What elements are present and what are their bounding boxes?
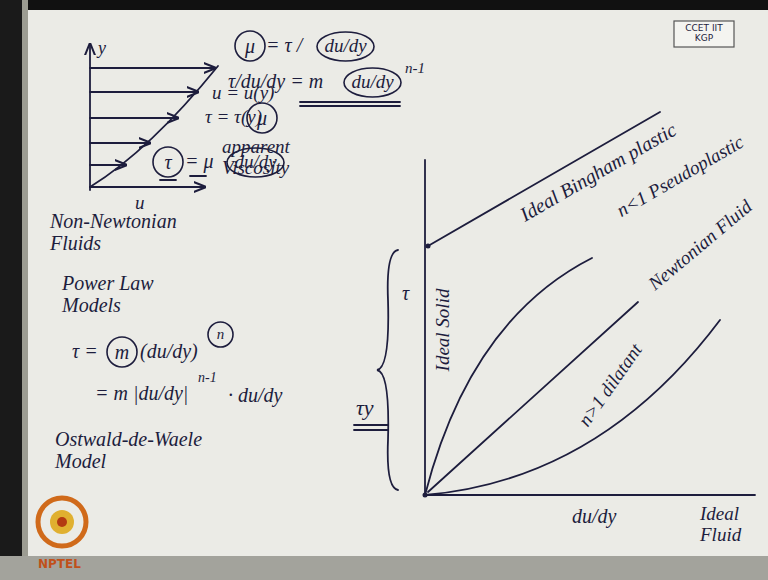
velocity-arrow <box>90 142 150 144</box>
equation: = m |du/dy| <box>95 382 188 404</box>
symbol: τy <box>356 396 374 421</box>
strain-rate-axis <box>425 494 755 496</box>
stamp-border <box>674 21 734 47</box>
origin-dot <box>423 493 428 498</box>
circled-symbol: m <box>115 341 129 363</box>
dilatant-curve <box>425 320 720 495</box>
equation: τ/du/dy = m <box>228 70 323 92</box>
exponent: n-1 <box>405 60 425 77</box>
logo-core <box>50 510 74 534</box>
frame-edge <box>22 0 28 580</box>
circled-term: du/dy <box>343 67 402 98</box>
circled-term: τ <box>152 146 184 178</box>
nptel-logo <box>38 498 86 546</box>
equation: = τ / <box>266 34 302 56</box>
axis-label: du/dy <box>572 505 616 527</box>
circled-symbol: n <box>217 326 225 343</box>
equation: · du/dy <box>228 384 282 406</box>
stamp-box: CCET IIT KGP <box>673 20 735 48</box>
circle-stroke <box>247 103 277 133</box>
equation: τ = τ(y) <box>205 106 262 127</box>
axis-label: y <box>98 38 106 58</box>
circled-symbol: du/dy <box>324 36 366 57</box>
model-name: Ostwald-de-Waele Model <box>55 428 225 473</box>
equation: = μ <box>185 150 214 172</box>
circled-term: μ <box>234 30 266 62</box>
circled-symbol: τ <box>164 151 171 173</box>
underline <box>160 179 176 181</box>
velocity-arrow <box>90 117 178 119</box>
equation: (du/dy) <box>140 340 198 362</box>
curve-label: n>1 dilatant <box>574 340 646 431</box>
underline <box>354 429 388 431</box>
underline <box>300 105 400 107</box>
symbol: τ <box>402 282 409 304</box>
bottom-band <box>0 556 768 580</box>
circled-symbol: μ <box>245 35 255 57</box>
heading: Non-Newtonian Fluids <box>50 210 210 255</box>
underline <box>354 424 388 426</box>
velocity-profile <box>90 66 218 187</box>
logo-ring <box>38 498 86 546</box>
circled-symbol: μ <box>257 107 267 129</box>
underline <box>190 175 206 177</box>
frame-left <box>0 0 22 580</box>
pseudoplastic-curve <box>425 258 592 495</box>
velocity-arrow <box>90 67 215 69</box>
velocity-arrow <box>90 186 205 188</box>
circle-stroke <box>344 68 401 97</box>
circled-symbol: du/dy <box>351 72 393 93</box>
circle-stroke <box>107 337 137 367</box>
heading: Power Law Models <box>62 272 182 317</box>
curve-label: Ideal Bingham plastic <box>516 118 680 226</box>
circle-stroke <box>208 322 233 347</box>
logo-text: NPTEL <box>38 558 81 571</box>
logo-center <box>57 517 67 527</box>
circled-term: du/dy <box>316 31 375 62</box>
circled-term: m <box>106 336 138 368</box>
circle-stroke <box>235 31 265 61</box>
stress-bracket <box>377 250 398 490</box>
curve-label: Newtonian Fluid <box>644 196 756 295</box>
underline <box>300 101 400 103</box>
stress-axis <box>424 160 426 495</box>
stamp-text: CCET IIT KGP <box>678 24 730 44</box>
circle-stroke <box>317 32 374 61</box>
circled-term: du/dy <box>226 147 285 178</box>
exponent: n-1 <box>198 370 217 386</box>
circled-term: μ <box>246 102 278 134</box>
circle-stroke <box>227 148 284 177</box>
frame-top <box>0 0 768 10</box>
y-axis <box>89 44 91 190</box>
bingham-line <box>428 112 660 246</box>
circle-stroke <box>153 147 183 177</box>
axis-annotation: Ideal Solid <box>432 289 453 372</box>
yield-point <box>426 244 431 249</box>
circled-symbol: du/dy <box>234 152 276 173</box>
axis-label: Ideal Fluid <box>700 503 755 546</box>
velocity-arrow <box>90 91 198 93</box>
circled-term: n <box>207 321 234 348</box>
equation: τ = <box>72 340 98 362</box>
